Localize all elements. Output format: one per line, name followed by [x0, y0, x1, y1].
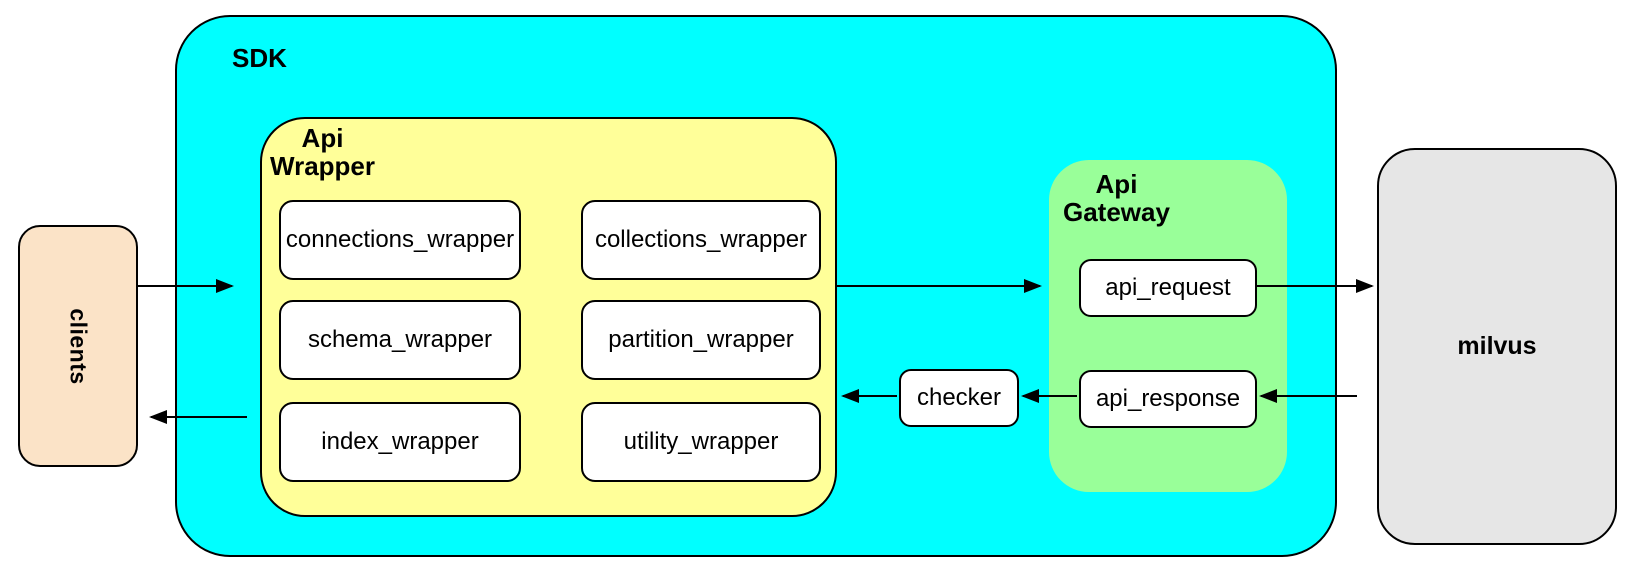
node-utility-wrapper: utility_wrapper: [581, 402, 821, 482]
node-api-gateway: Api Gateway api_request api_response: [1049, 160, 1287, 492]
api-wrapper-title-line2: Wrapper: [270, 151, 375, 181]
node-collections-wrapper-label: collections_wrapper: [594, 226, 808, 253]
node-schema-wrapper-label: schema_wrapper: [307, 326, 493, 353]
node-clients: clients: [18, 225, 138, 467]
node-index-wrapper-label: index_wrapper: [321, 428, 479, 455]
node-api-response: api_response: [1079, 370, 1257, 428]
node-api-wrapper-label: Api Wrapper: [270, 124, 375, 180]
node-checker-label: checker: [916, 384, 1002, 411]
node-connections-wrapper-label: connections_wrapper: [285, 226, 515, 253]
node-sdk-label: SDK: [232, 43, 287, 73]
api-gateway-title-line2: Gateway: [1063, 197, 1170, 227]
node-connections-wrapper: connections_wrapper: [279, 200, 521, 280]
node-index-wrapper: index_wrapper: [279, 402, 521, 482]
node-api-wrapper: Api Wrapper connections_wrapper collecti…: [260, 117, 837, 517]
api-wrapper-title-line1: Api: [301, 123, 344, 153]
node-utility-wrapper-label: utility_wrapper: [623, 428, 779, 455]
node-clients-label: clients: [65, 307, 92, 385]
node-milvus-label: milvus: [1457, 332, 1537, 360]
node-api-request-label: api_request: [1105, 274, 1231, 301]
node-sdk: SDK Api Wrapper connections_wrapper coll…: [175, 15, 1337, 557]
node-collections-wrapper: collections_wrapper: [581, 200, 821, 280]
api-gateway-title-line1: Api: [1095, 169, 1138, 199]
node-partition-wrapper-label: partition_wrapper: [608, 326, 794, 353]
node-schema-wrapper: schema_wrapper: [279, 300, 521, 380]
node-api-request: api_request: [1079, 259, 1257, 317]
node-partition-wrapper: partition_wrapper: [581, 300, 821, 380]
node-api-gateway-label: Api Gateway: [1063, 170, 1170, 226]
node-milvus: milvus: [1377, 148, 1617, 545]
node-checker: checker: [899, 369, 1019, 427]
node-api-response-label: api_response: [1095, 385, 1241, 412]
